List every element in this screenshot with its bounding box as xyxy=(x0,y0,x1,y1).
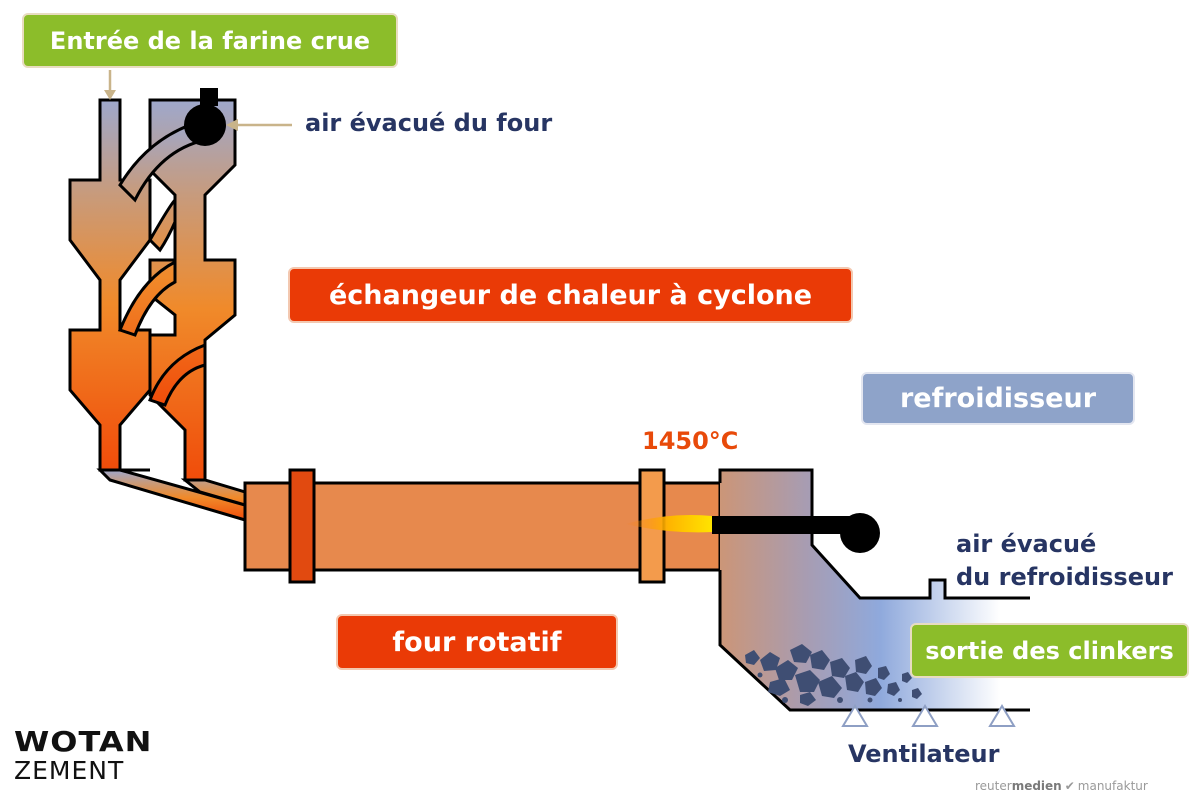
exhaust-arrow-head xyxy=(226,119,238,131)
exhaust-fan-icon xyxy=(184,104,226,146)
fan-triangle-1 xyxy=(841,704,869,727)
flame xyxy=(625,515,712,533)
tower-left-column xyxy=(68,98,152,472)
wotan-zement-logo: wotan ZEMENT xyxy=(14,728,174,784)
cooler-box: refroidisseur xyxy=(861,372,1135,425)
burner-pipe xyxy=(712,516,860,534)
exhaust-fan-duct xyxy=(200,88,218,106)
rotary-kiln-label: four rotatif xyxy=(392,626,562,658)
logo-sub-text: ZEMENT xyxy=(14,756,125,785)
fan-triangle-2 xyxy=(911,704,939,727)
cyclone-preheater-label: échangeur de chaleur à cyclone xyxy=(328,279,813,311)
credit-part3: manufaktur xyxy=(1077,779,1148,793)
credit-mark-icon: ✔ xyxy=(1064,779,1075,793)
cooler-outline xyxy=(718,468,1030,712)
cyclone-preheater-tower xyxy=(68,88,247,523)
cooler-label: refroidisseur xyxy=(899,383,1097,414)
fan-triangle-3 xyxy=(988,704,1016,727)
kiln-ring-1 xyxy=(288,468,316,584)
raw-meal-input-label: Entrée de la farine crue xyxy=(49,26,371,55)
clinker-cooler xyxy=(712,468,1030,727)
cyclone-preheater-box: échangeur de chaleur à cyclone xyxy=(288,267,853,323)
credit-part2: medien xyxy=(1011,779,1062,793)
credit-line: reutermedien✔manufaktur xyxy=(975,779,1148,793)
tower-to-kiln-duct xyxy=(96,468,247,523)
input-arrow-head xyxy=(104,90,116,100)
cooler-exhaust-label-line2: du refroidisseur xyxy=(956,563,1173,591)
pointer-arrows xyxy=(104,70,292,131)
credit-part1: reuter xyxy=(975,779,1012,793)
fan-triangles xyxy=(841,704,1016,727)
raw-meal-input-box: Entrée de la farine crue xyxy=(22,13,398,68)
logo-main-text: wotan xyxy=(14,725,153,758)
temperature-label: 1450°C xyxy=(642,427,739,455)
rotary-kiln-box: four rotatif xyxy=(336,614,618,670)
rotary-kiln xyxy=(243,468,722,584)
clinker-outlet-box: sortie des clinkers xyxy=(910,623,1189,678)
cooler-fan-icon xyxy=(840,513,880,553)
cooler-exhaust-label-line1: air évacué xyxy=(956,530,1097,558)
clinker-particles xyxy=(745,644,922,706)
fans-label: Ventilateur xyxy=(848,740,1000,768)
kiln-exhaust-label: air évacué du four xyxy=(305,109,553,137)
clinker-outlet-label: sortie des clinkers xyxy=(925,636,1174,665)
